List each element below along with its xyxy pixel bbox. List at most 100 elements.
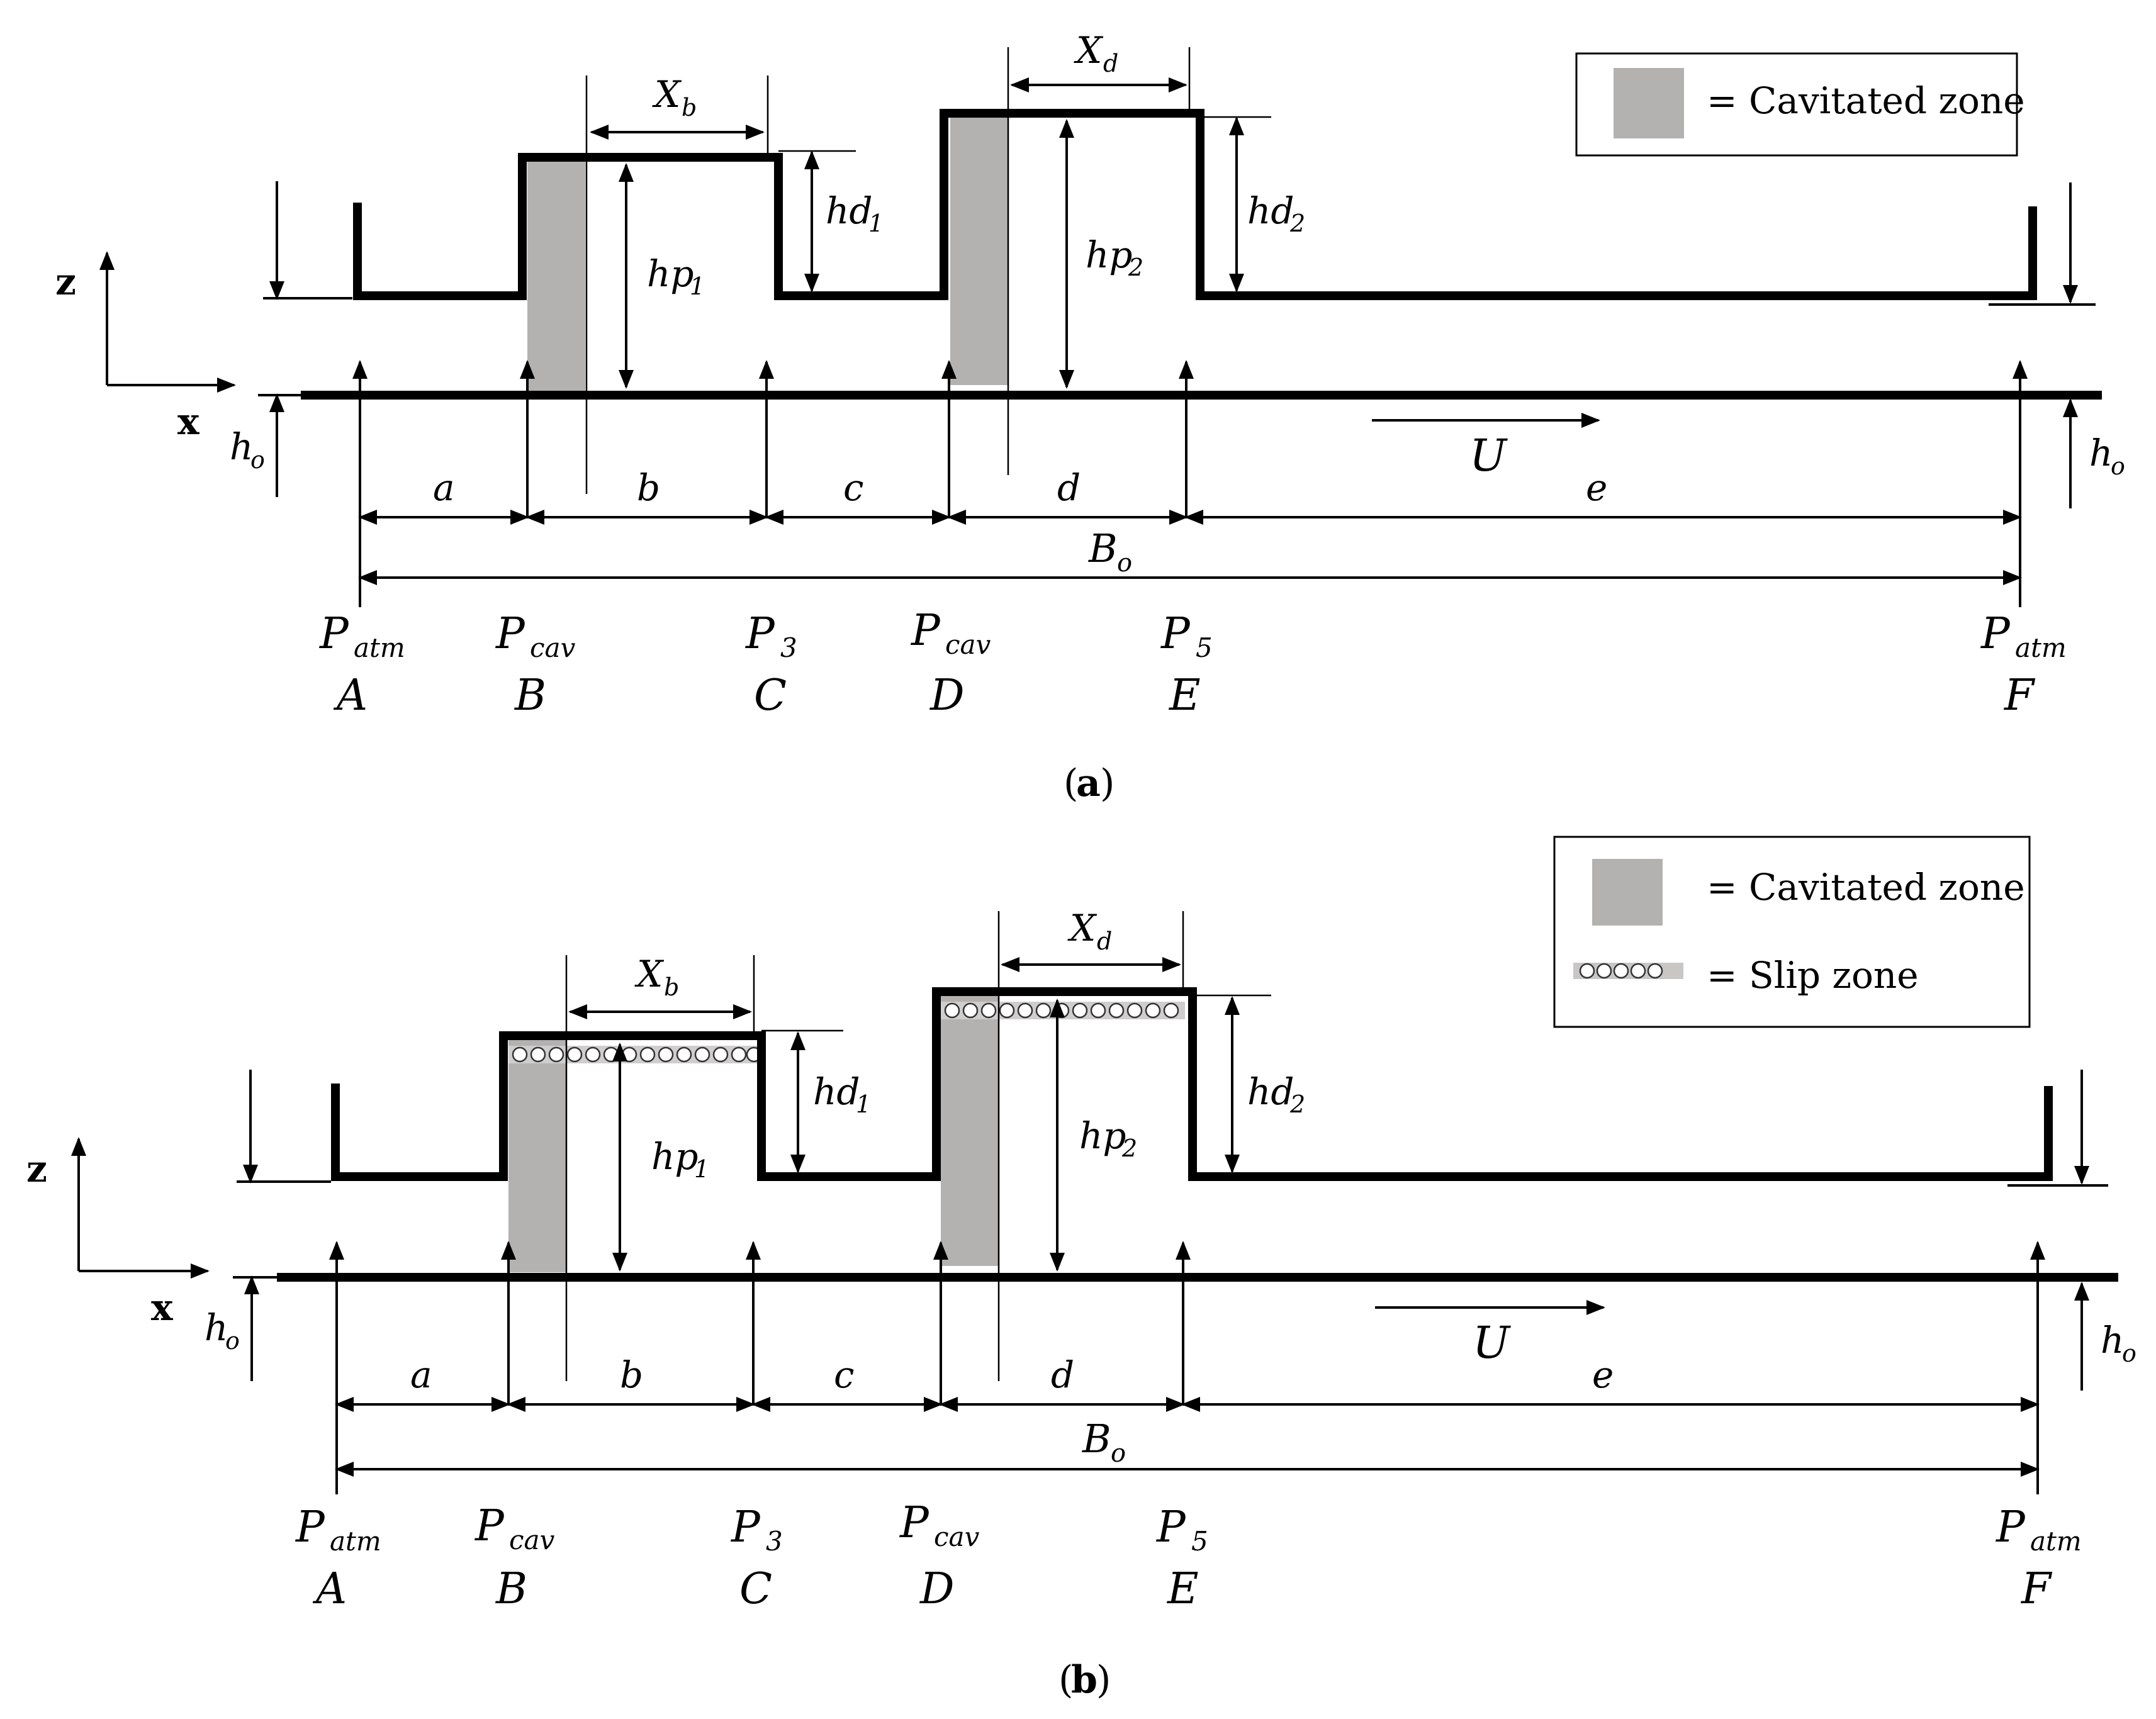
svg-text:c: c	[843, 466, 863, 509]
svg-text:P: P	[495, 609, 525, 659]
svg-text:x: x	[151, 1286, 173, 1329]
svg-text:h: h	[205, 1306, 228, 1349]
svg-text:atm: atm	[354, 632, 405, 663]
svg-text:5: 5	[1196, 632, 1213, 663]
svg-text:B: B	[514, 671, 546, 720]
station-markers-a	[352, 360, 2028, 607]
ho-right-b: h o	[2007, 1070, 2136, 1391]
hd1-dimension-a: hd 1	[778, 150, 884, 293]
svg-text:B: B	[495, 1564, 527, 1614]
svg-text:hp: hp	[1079, 1114, 1126, 1157]
svg-text:hp: hp	[651, 1135, 698, 1178]
svg-text:h: h	[2089, 432, 2113, 474]
svg-text:3: 3	[780, 632, 797, 663]
svg-text:cav: cav	[934, 1521, 980, 1552]
svg-text:b: b	[637, 466, 660, 509]
svg-text:1: 1	[690, 272, 705, 300]
svg-text:c: c	[834, 1353, 854, 1396]
svg-text:a: a	[410, 1353, 432, 1396]
pressure-labels-b: P atm P cav P 3 P cav P 5 P atm	[295, 1498, 2082, 1557]
svg-text:A: A	[312, 1564, 347, 1614]
svg-text:): )	[1100, 761, 1114, 805]
xd-dimension-a: X d	[1007, 29, 1191, 475]
legend-a: = Cavitated zone	[1575, 52, 2025, 157]
xb-dimension-b: X b	[565, 953, 755, 1381]
hp2-dimension-a: hp 2	[1059, 119, 1143, 389]
svg-text:hp: hp	[647, 252, 693, 295]
cavitated-zone-d-a	[950, 115, 1008, 385]
svg-text:atm: atm	[330, 1526, 381, 1557]
svg-text:P: P	[1995, 1503, 2026, 1552]
slip-zone-d	[944, 1002, 1179, 1019]
svg-text:P: P	[318, 609, 349, 659]
svg-text:P: P	[474, 1501, 505, 1551]
xb-dimension-a: X b	[585, 73, 769, 494]
svg-text:b: b	[620, 1353, 643, 1396]
svg-text:P: P	[910, 606, 941, 656]
hd2-dimension-b: hd 2	[1193, 994, 1305, 1173]
svg-text:hd: hd	[1247, 189, 1294, 232]
svg-text:5: 5	[1191, 1526, 1208, 1557]
svg-text:U: U	[1473, 1317, 1511, 1369]
svg-text:e: e	[1592, 1353, 1614, 1396]
pressure-labels-a: P atm P cav P 3 P cav P 5 P atm	[318, 606, 2067, 663]
axes-a: z x	[55, 251, 236, 443]
svg-text:d: d	[1103, 50, 1118, 77]
ho-left-b: h o	[205, 1070, 331, 1381]
svg-text:a: a	[1076, 761, 1101, 805]
legend-cavitated-swatch-b	[1592, 859, 1663, 926]
svg-text:cav: cav	[530, 632, 576, 663]
svg-text:cav: cav	[509, 1525, 555, 1555]
svg-text:hp: hp	[1086, 233, 1132, 276]
svg-text:P: P	[295, 1503, 325, 1552]
axis-z-label: z	[55, 260, 76, 303]
svg-text:hd: hd	[826, 189, 872, 232]
svg-text:1: 1	[694, 1155, 709, 1183]
svg-text:o: o	[1111, 1439, 1126, 1468]
svg-text:2: 2	[1121, 1134, 1137, 1162]
svg-text:P: P	[744, 609, 775, 659]
svg-text:z: z	[26, 1148, 47, 1190]
svg-text:D: D	[929, 671, 965, 720]
velocity-u-a: U	[1372, 413, 1600, 481]
svg-text:E: E	[1166, 1564, 1199, 1614]
svg-text:d: d	[1057, 466, 1081, 509]
svg-text:atm: atm	[2015, 632, 2067, 663]
panel-a: = Cavitated zone z x h o h	[55, 29, 2125, 805]
svg-text:d: d	[1097, 927, 1112, 955]
svg-text:1: 1	[856, 1090, 871, 1118]
svg-text:C: C	[739, 1564, 772, 1614]
caption-a: ( a )	[1064, 761, 1114, 805]
svg-text:P: P	[1160, 609, 1191, 659]
runner-surface-b	[331, 987, 2053, 1181]
svg-text:o: o	[1117, 549, 1132, 578]
svg-text:2: 2	[1128, 254, 1143, 281]
ho-left-a: h o	[230, 181, 352, 497]
svg-text:o: o	[2122, 1340, 2136, 1367]
cavitated-zone-b-b	[508, 1038, 566, 1272]
segment-dimensions-a: a b c d e B o	[358, 466, 2022, 585]
caption-b: ( b )	[1058, 1658, 1111, 1702]
svg-text:2: 2	[1289, 210, 1305, 237]
svg-text:o: o	[225, 1327, 240, 1355]
svg-text:B: B	[1082, 1416, 1111, 1462]
svg-text:C: C	[754, 671, 787, 720]
axis-x-label: x	[177, 400, 199, 443]
svg-text:P: P	[1155, 1503, 1186, 1552]
svg-text:a: a	[433, 466, 455, 509]
svg-text:P: P	[899, 1498, 929, 1548]
svg-text:A: A	[333, 671, 368, 720]
station-letters-a: A B C D E F	[333, 671, 2036, 720]
svg-text:b: b	[664, 973, 679, 1001]
legend-slip-label: = Slip zone	[1707, 954, 1919, 997]
svg-text:X: X	[1067, 907, 1098, 949]
legend-cavitated-label-b: = Cavitated zone	[1707, 866, 2025, 909]
legend-cavitated-swatch	[1614, 68, 1684, 138]
svg-text:U: U	[1469, 430, 1508, 481]
legend-cavitated-label: = Cavitated zone	[1707, 79, 2025, 122]
hp1-dimension-b: hp 1	[612, 1043, 709, 1272]
xd-dimension-b: X d	[997, 907, 1184, 1381]
station-markers-b	[329, 1241, 2045, 1494]
hp2-dimension-b: hp 2	[1050, 999, 1137, 1272]
